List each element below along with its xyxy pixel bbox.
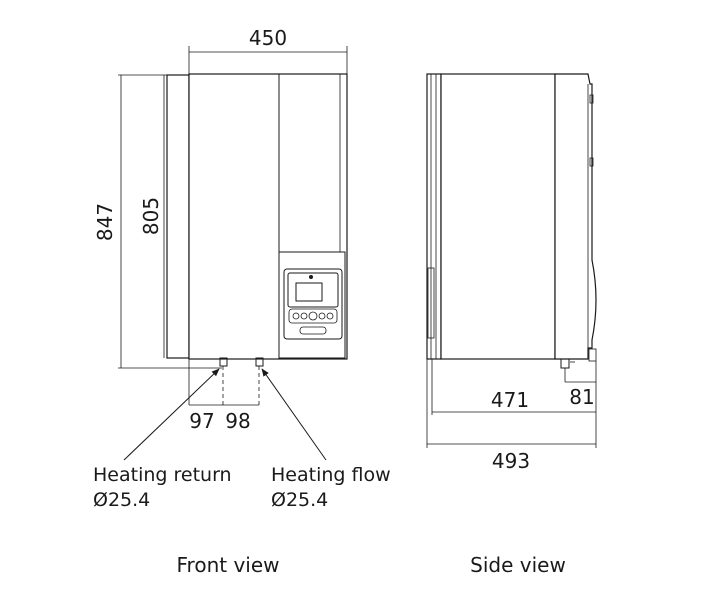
leader-heating-return xyxy=(123,368,220,461)
leader-heating-flow xyxy=(261,368,327,461)
front-unit-body xyxy=(188,73,348,360)
dim-text-depth-total: 493 xyxy=(492,449,530,473)
dim-text-flow-offset: 98 xyxy=(225,409,250,433)
label-heating-flow: Heating flow xyxy=(271,464,391,486)
dim-text-height-body: 805 xyxy=(139,197,163,235)
dim-text-depth-pipe: 81 xyxy=(569,385,594,409)
front-pipe-connections xyxy=(219,357,264,367)
side-latch-mid xyxy=(589,157,594,167)
side-front-cover xyxy=(554,73,597,360)
front-view: 450 847 805 97 98 Heating return Ø25.4 H… xyxy=(93,26,391,577)
control-panel-keypad-icon xyxy=(288,308,338,324)
dim-text-width: 450 xyxy=(249,26,287,50)
side-unit-body xyxy=(440,73,556,360)
caption-side-view: Side view xyxy=(470,553,566,577)
dim-text-return-offset: 97 xyxy=(189,409,214,433)
control-panel-frame xyxy=(283,268,343,340)
dim-text-depth-body: 471 xyxy=(491,388,529,412)
caption-front-view: Front view xyxy=(177,553,280,577)
control-panel xyxy=(283,268,343,340)
control-panel-button-bar xyxy=(299,326,327,335)
dim-text-height-total: 847 xyxy=(93,203,117,241)
control-panel-display-icon xyxy=(295,282,323,302)
side-front-foot xyxy=(588,348,597,362)
side-pipe-connector xyxy=(560,358,570,369)
front-control-area xyxy=(278,251,346,359)
control-panel-bezel xyxy=(287,272,339,308)
side-hanger-detail xyxy=(427,267,435,339)
heating-flow-connector xyxy=(255,357,264,367)
label-heating-return: Heating return xyxy=(93,464,232,486)
label-heating-flow-size: Ø25.4 xyxy=(271,489,328,511)
heating-return-connector xyxy=(219,357,228,367)
side-view: 471 81 493 Side view xyxy=(426,73,597,577)
front-mounting-bracket xyxy=(166,74,190,359)
label-heating-return-size: Ø25.4 xyxy=(93,489,150,511)
control-panel-indicator-icon xyxy=(309,275,313,279)
side-latch-top xyxy=(589,94,594,104)
